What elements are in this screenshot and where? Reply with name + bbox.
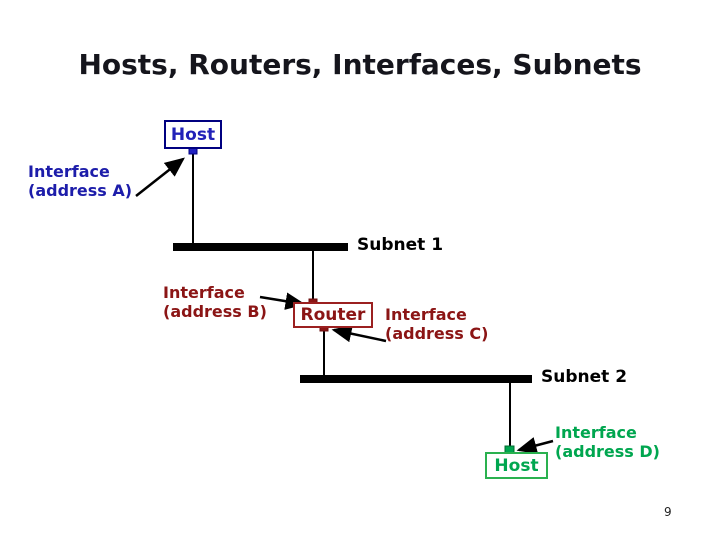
router-node: Router — [293, 302, 373, 328]
host-top-label: Host — [170, 124, 216, 145]
subnet1-label: Subnet 1 — [357, 235, 444, 255]
arrow-interface-d — [516, 437, 554, 454]
host-bottom-node: Host — [485, 452, 548, 479]
arrow-interface-a — [135, 157, 185, 197]
host-bottom-label: Host — [494, 455, 539, 476]
interface-d-label: Interface (address D) — [555, 423, 660, 461]
host-top-node: Host — [164, 120, 222, 149]
arrow-interface-c — [331, 325, 387, 343]
slide-title: Hosts, Routers, Interfaces, Subnets — [78, 48, 642, 81]
subnet2-label: Subnet 2 — [541, 367, 628, 387]
interface-b-label: Interface (address B) — [163, 283, 267, 321]
page-number: 9 — [664, 505, 672, 519]
subnet1-bus — [173, 243, 348, 251]
subnet2-bus — [300, 375, 532, 383]
interface-a-label: Interface (address A) — [28, 162, 133, 200]
router-label: Router — [300, 305, 366, 325]
interface-c-label: Interface (address C) — [385, 305, 489, 343]
